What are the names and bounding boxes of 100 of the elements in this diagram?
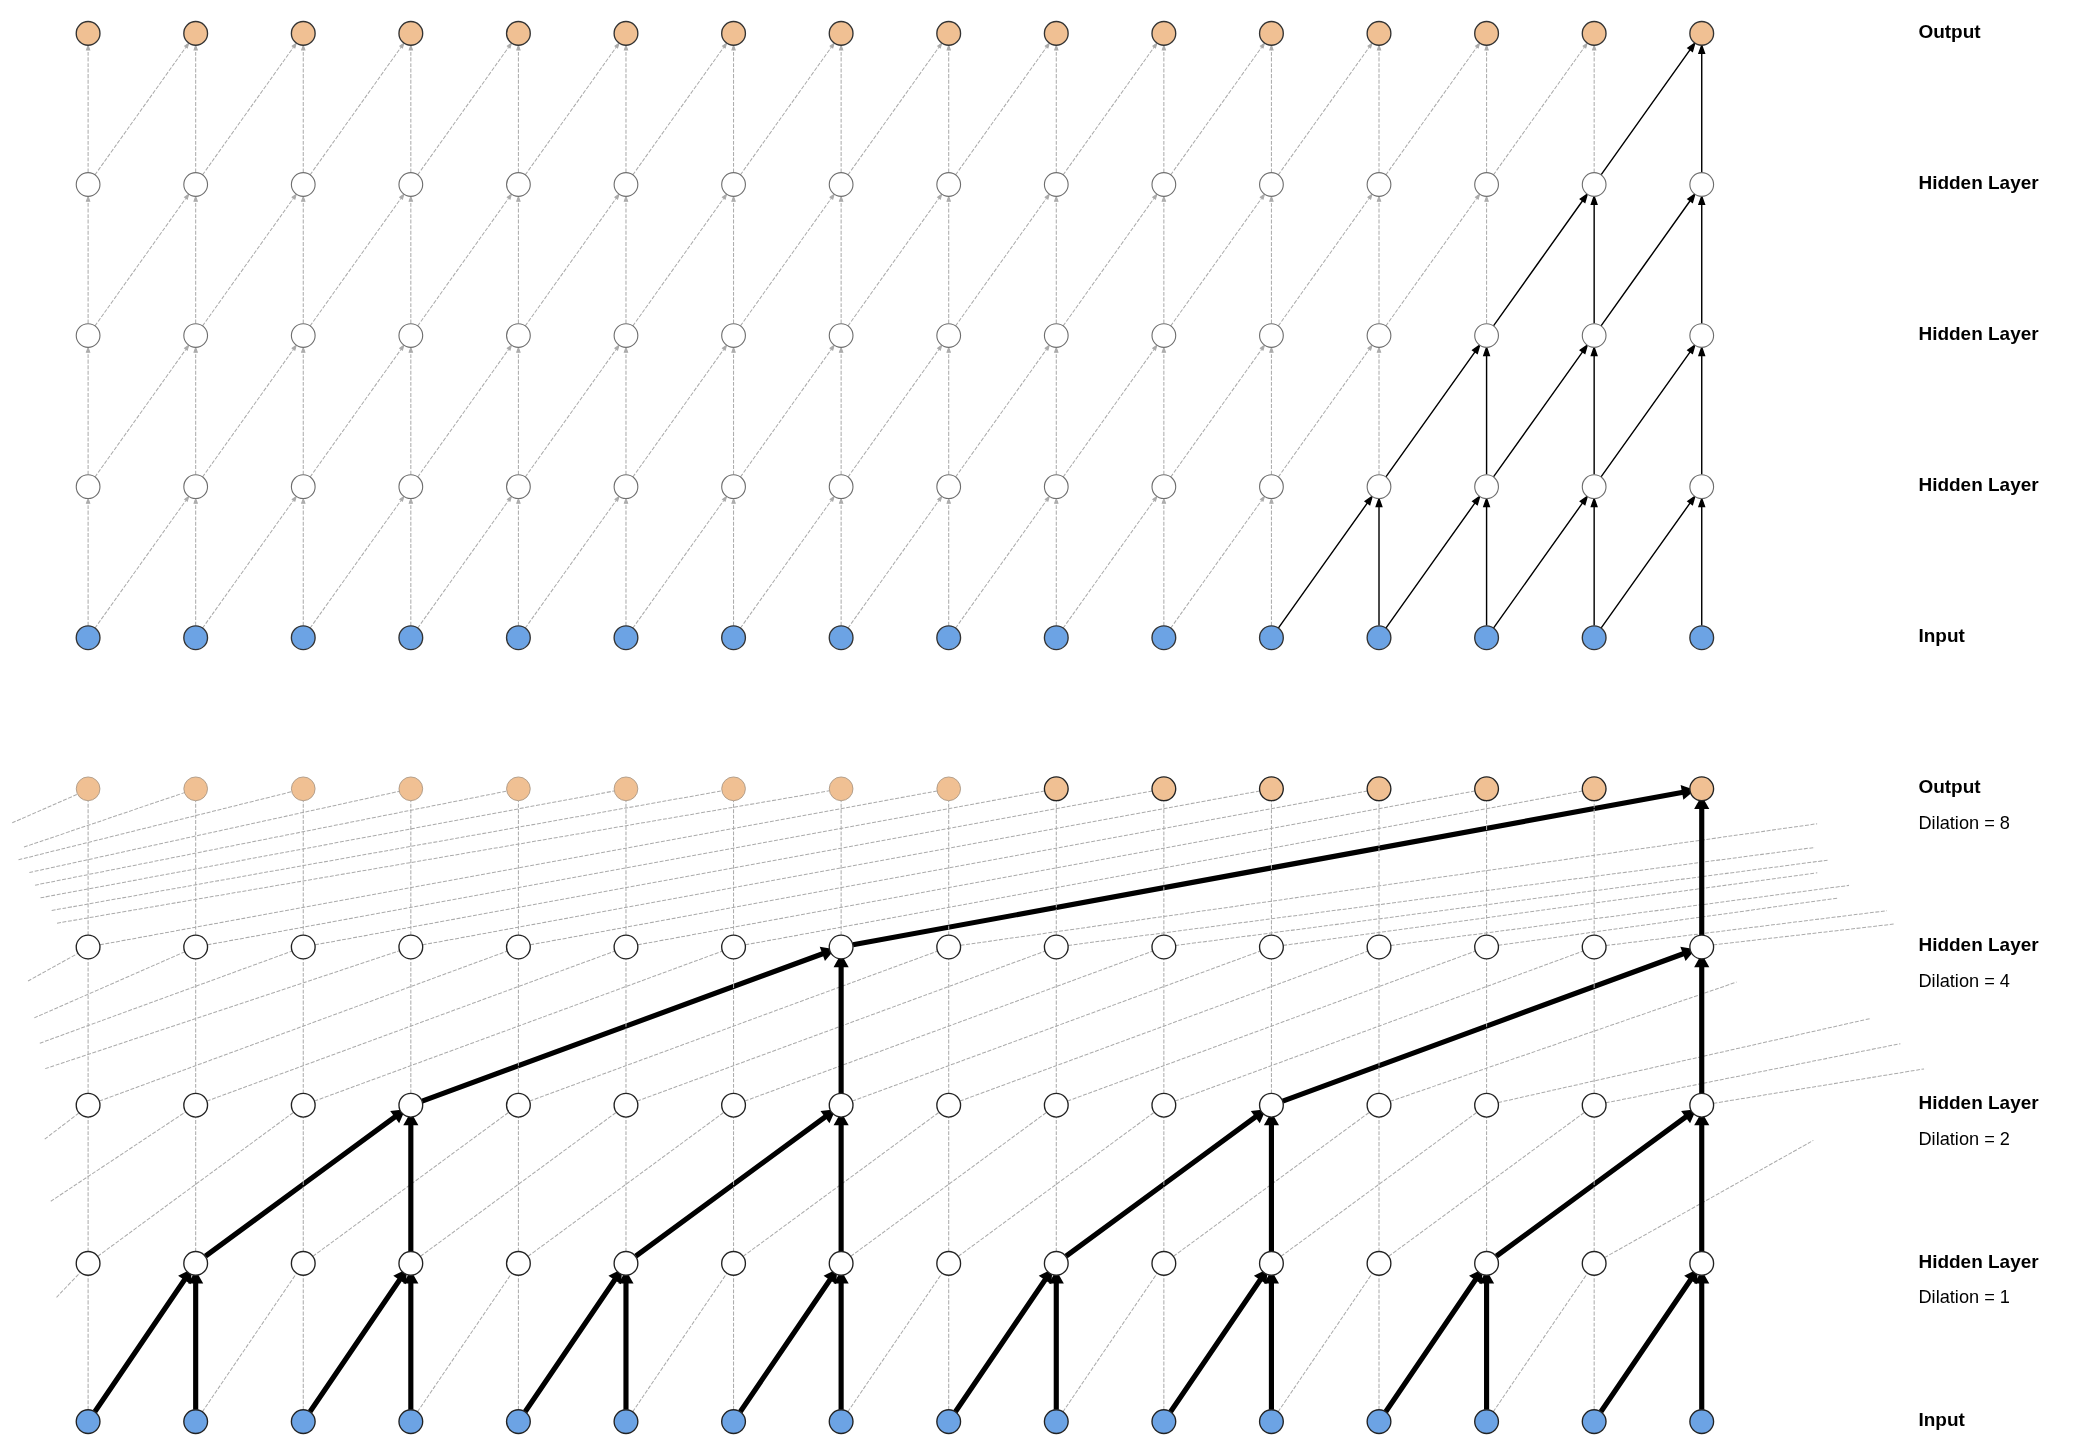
node-circle xyxy=(936,776,961,801)
connector xyxy=(302,799,304,936)
node-circle xyxy=(1043,1250,1069,1276)
node-circle xyxy=(1259,171,1284,197)
connector xyxy=(948,799,950,936)
node-circle xyxy=(1474,473,1499,499)
arrow xyxy=(1492,41,1589,175)
arrow xyxy=(300,43,306,173)
connector xyxy=(312,1111,510,1257)
connector xyxy=(56,789,830,924)
node-circle xyxy=(1258,775,1284,801)
arrow xyxy=(524,494,620,629)
node-circle xyxy=(1474,1250,1500,1276)
node-circle xyxy=(1581,473,1607,499)
node-circle xyxy=(75,1250,101,1276)
label: Output xyxy=(1918,20,1981,42)
arrow xyxy=(1170,41,1266,175)
node-circle xyxy=(75,1408,101,1434)
arrow xyxy=(1600,40,1696,175)
connector xyxy=(28,790,400,873)
node-circle xyxy=(1366,473,1392,499)
connector xyxy=(207,789,1046,945)
label: Output xyxy=(1918,775,1981,797)
arrow xyxy=(1376,345,1382,475)
connector xyxy=(744,950,1154,1102)
node-circle xyxy=(398,933,424,960)
node-circle xyxy=(1258,933,1284,960)
node-circle xyxy=(828,322,854,348)
node-circle xyxy=(1366,1092,1392,1118)
connector xyxy=(1593,799,1595,936)
node-circle xyxy=(290,624,316,650)
arrow xyxy=(193,43,199,173)
connector xyxy=(1390,884,1850,946)
connector xyxy=(1067,846,1816,946)
node-circle xyxy=(1043,322,1069,348)
node-circle xyxy=(1366,1408,1392,1434)
connector xyxy=(529,789,1368,945)
node-circle xyxy=(613,1092,639,1118)
connector xyxy=(1605,909,1888,946)
node-circle xyxy=(75,171,101,197)
connector xyxy=(625,799,627,936)
node-circle xyxy=(1689,20,1715,46)
arrow xyxy=(946,43,952,173)
node-circle xyxy=(721,171,746,197)
connector xyxy=(1486,799,1488,936)
node-circle xyxy=(290,1250,316,1276)
arrow xyxy=(731,345,736,475)
arrow xyxy=(955,192,1051,326)
arrow xyxy=(1376,194,1382,324)
arrow xyxy=(1484,43,1489,173)
arrow xyxy=(1053,345,1059,475)
node-circle xyxy=(1474,322,1499,348)
connector xyxy=(959,950,1369,1102)
node-circle xyxy=(1474,1092,1500,1118)
label: Dilation = 4 xyxy=(1918,970,2010,991)
arrow xyxy=(739,192,836,326)
arrow xyxy=(955,343,1051,477)
node-circle xyxy=(721,20,747,46)
label: Hidden Layer xyxy=(1918,322,2039,344)
arrow xyxy=(632,343,728,477)
node-circle xyxy=(1366,1250,1392,1276)
arrow xyxy=(838,194,844,324)
node-circle xyxy=(1151,322,1177,348)
arrow xyxy=(847,494,943,629)
label: Dilation = 8 xyxy=(1918,812,2010,833)
node-circle xyxy=(828,933,854,960)
label: Hidden Layer xyxy=(1918,171,2039,193)
node-circle xyxy=(75,20,101,46)
node-circle xyxy=(828,624,854,650)
connector xyxy=(201,1272,298,1412)
arrow xyxy=(1385,494,1481,629)
arrow xyxy=(1591,43,1597,173)
node-circle xyxy=(1151,775,1177,801)
arrow xyxy=(1064,1108,1266,1258)
arrow xyxy=(1385,41,1481,175)
arrow xyxy=(516,345,521,475)
arrow xyxy=(524,41,620,175)
arrow xyxy=(524,343,620,477)
node-circle xyxy=(721,322,746,348)
node-circle xyxy=(1581,1092,1607,1118)
connector xyxy=(195,799,197,936)
node-circle xyxy=(183,20,209,46)
arrow xyxy=(309,343,405,477)
connector xyxy=(1280,1111,1478,1257)
arrow xyxy=(632,192,728,326)
arrow xyxy=(1062,192,1158,326)
connector xyxy=(625,958,627,1094)
node-circle xyxy=(1689,1408,1715,1434)
arrow xyxy=(309,41,405,175)
node-circle xyxy=(290,20,316,46)
arrow xyxy=(300,194,306,324)
connector xyxy=(1388,1111,1586,1257)
arrow xyxy=(408,194,414,324)
node-circle xyxy=(183,1092,209,1118)
arrow xyxy=(1277,192,1373,326)
node-circle xyxy=(1258,1092,1284,1118)
connector xyxy=(314,789,1153,945)
arrow xyxy=(202,494,298,629)
arrow xyxy=(739,494,836,629)
node-circle xyxy=(1151,1092,1177,1118)
